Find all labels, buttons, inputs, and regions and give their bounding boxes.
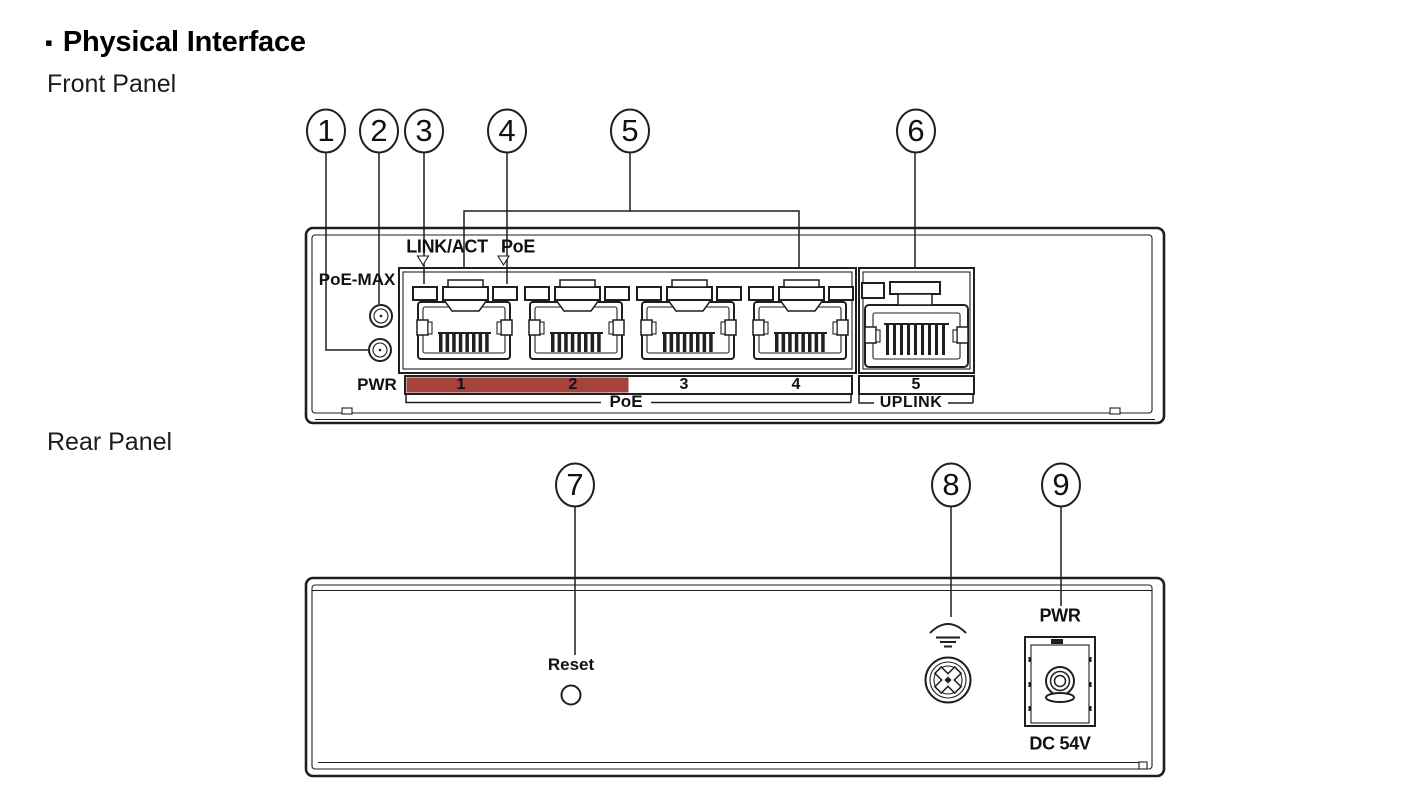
ground-screw	[924, 656, 972, 704]
front-lip-notch-right	[1109, 407, 1121, 415]
callout-circle-2	[359, 108, 399, 154]
rj45-port-4	[748, 279, 854, 360]
callout-number-1: 1	[317, 113, 335, 148]
callout-circle-8	[931, 462, 971, 508]
callout-number-3: 3	[415, 113, 433, 148]
callout-circle-1	[306, 108, 346, 154]
pwr-led	[368, 338, 392, 362]
poe-max-led	[369, 304, 393, 328]
uplink-number-strip	[858, 375, 975, 395]
callout-circle-3	[404, 108, 444, 154]
rj45-port-1	[412, 279, 518, 360]
rj45-port-3	[636, 279, 742, 360]
port-number-2: 2	[568, 376, 578, 393]
rear-chassis-inner	[311, 584, 1153, 770]
page-title-row: ▪ Physical Interface	[45, 26, 306, 59]
bullet-square-icon: ▪	[45, 29, 53, 55]
rear-panel-section-label: Rear Panel	[47, 428, 173, 456]
dc-power-jack	[1024, 636, 1096, 727]
rear-lip-notch-right	[1138, 761, 1148, 770]
rj45-port-2	[524, 279, 630, 360]
link-act-label: LINK/ACT	[406, 236, 488, 257]
callout-number-9: 9	[1052, 467, 1070, 502]
poe-ports-highlight	[406, 377, 629, 393]
callout-number-6: 6	[907, 113, 925, 148]
port-number-4: 4	[791, 376, 801, 393]
callout-circle-6	[896, 108, 936, 154]
callout-number-8: 8	[942, 467, 960, 502]
port-number-3: 3	[679, 376, 689, 393]
poe-pointer-icon	[497, 255, 510, 267]
callout-number-7: 7	[566, 467, 584, 502]
pwr-rear-label: PWR	[1039, 605, 1081, 626]
page-title: Physical Interface	[62, 26, 306, 58]
poe-group-label: PoE	[609, 392, 643, 411]
rj45-port-uplink	[861, 281, 969, 368]
port-number-1: 1	[456, 376, 466, 393]
dc-input-label: DC 54V	[1029, 733, 1091, 754]
poe-led-label: PoE	[500, 236, 536, 257]
rear-callout-circles	[555, 462, 1081, 508]
reset-pinhole	[560, 684, 582, 706]
callout-circle-9	[1041, 462, 1081, 508]
callout-number-2: 2	[370, 113, 388, 148]
poe-group-bracket	[405, 394, 852, 404]
link-act-pointer-icon	[416, 255, 430, 267]
ground-symbol-icon	[929, 623, 967, 648]
front-callout-lines	[325, 152, 916, 351]
uplink-group-label: UPLINK	[879, 394, 943, 411]
uplink-group-bracket	[858, 394, 974, 404]
front-lip-notch-left	[341, 407, 353, 415]
front-panel-section-label: Front Panel	[47, 70, 177, 98]
port-number-5: 5	[911, 376, 921, 393]
front-callout-circles	[306, 108, 936, 154]
callout-circle-7	[555, 462, 595, 508]
callout-number-5: 5	[621, 113, 639, 148]
pwr-front-label: PWR	[357, 375, 397, 394]
front-panel-drawing	[304, 108, 1166, 425]
rear-callout-lines	[574, 506, 1062, 655]
rear-panel-drawing	[304, 462, 1166, 778]
poe-max-label: PoE-MAX	[318, 270, 396, 289]
callout-number-4: 4	[498, 113, 516, 148]
reset-label: Reset	[547, 655, 595, 674]
callout-circle-5	[610, 108, 650, 154]
callout-circle-4	[487, 108, 527, 154]
